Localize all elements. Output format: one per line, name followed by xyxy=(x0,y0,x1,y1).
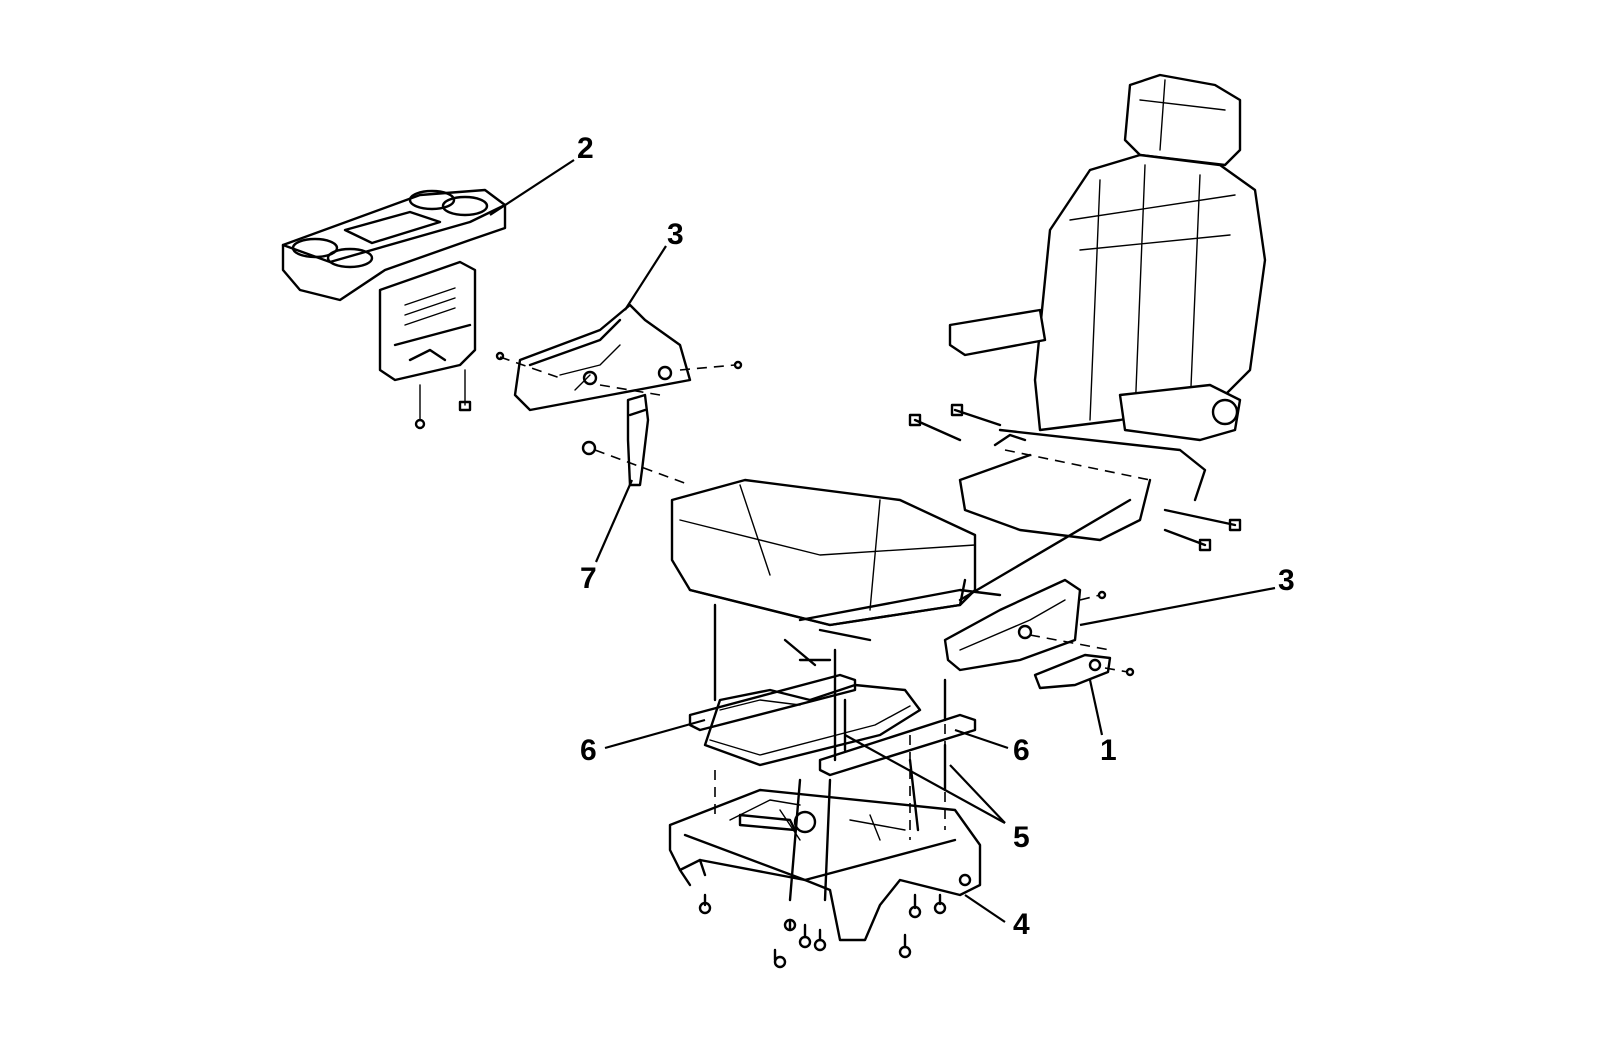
base-bolts xyxy=(698,893,947,969)
recliner-handle-part xyxy=(1033,653,1135,690)
callout-5: 5 xyxy=(1013,821,1030,854)
seat-back-part xyxy=(908,73,1267,552)
callout-3-upper: 3 xyxy=(667,218,684,251)
callout-7: 7 xyxy=(580,562,597,595)
callout-4: 4 xyxy=(1013,908,1030,941)
seat-belt-buckle-part xyxy=(581,393,691,487)
callout-3-lower: 3 xyxy=(1278,564,1295,597)
console-tray-part xyxy=(281,188,507,430)
callout-labels: 2 3 3 7 1 6 6 5 4 xyxy=(577,132,1295,941)
seat-cushion-part xyxy=(670,478,1132,667)
leader-lines xyxy=(489,159,1276,923)
callout-2: 2 xyxy=(577,132,594,165)
callout-6-left: 6 xyxy=(580,734,597,767)
seat-riser-base-part xyxy=(668,788,982,942)
assembly-guide-lines xyxy=(703,603,947,962)
side-shield-lower-part xyxy=(943,578,1111,672)
seat-adjuster-tracks-part xyxy=(688,673,977,777)
side-shield-upper-part xyxy=(495,303,743,412)
callout-6-right: 6 xyxy=(1013,734,1030,767)
callout-1: 1 xyxy=(1100,734,1117,767)
